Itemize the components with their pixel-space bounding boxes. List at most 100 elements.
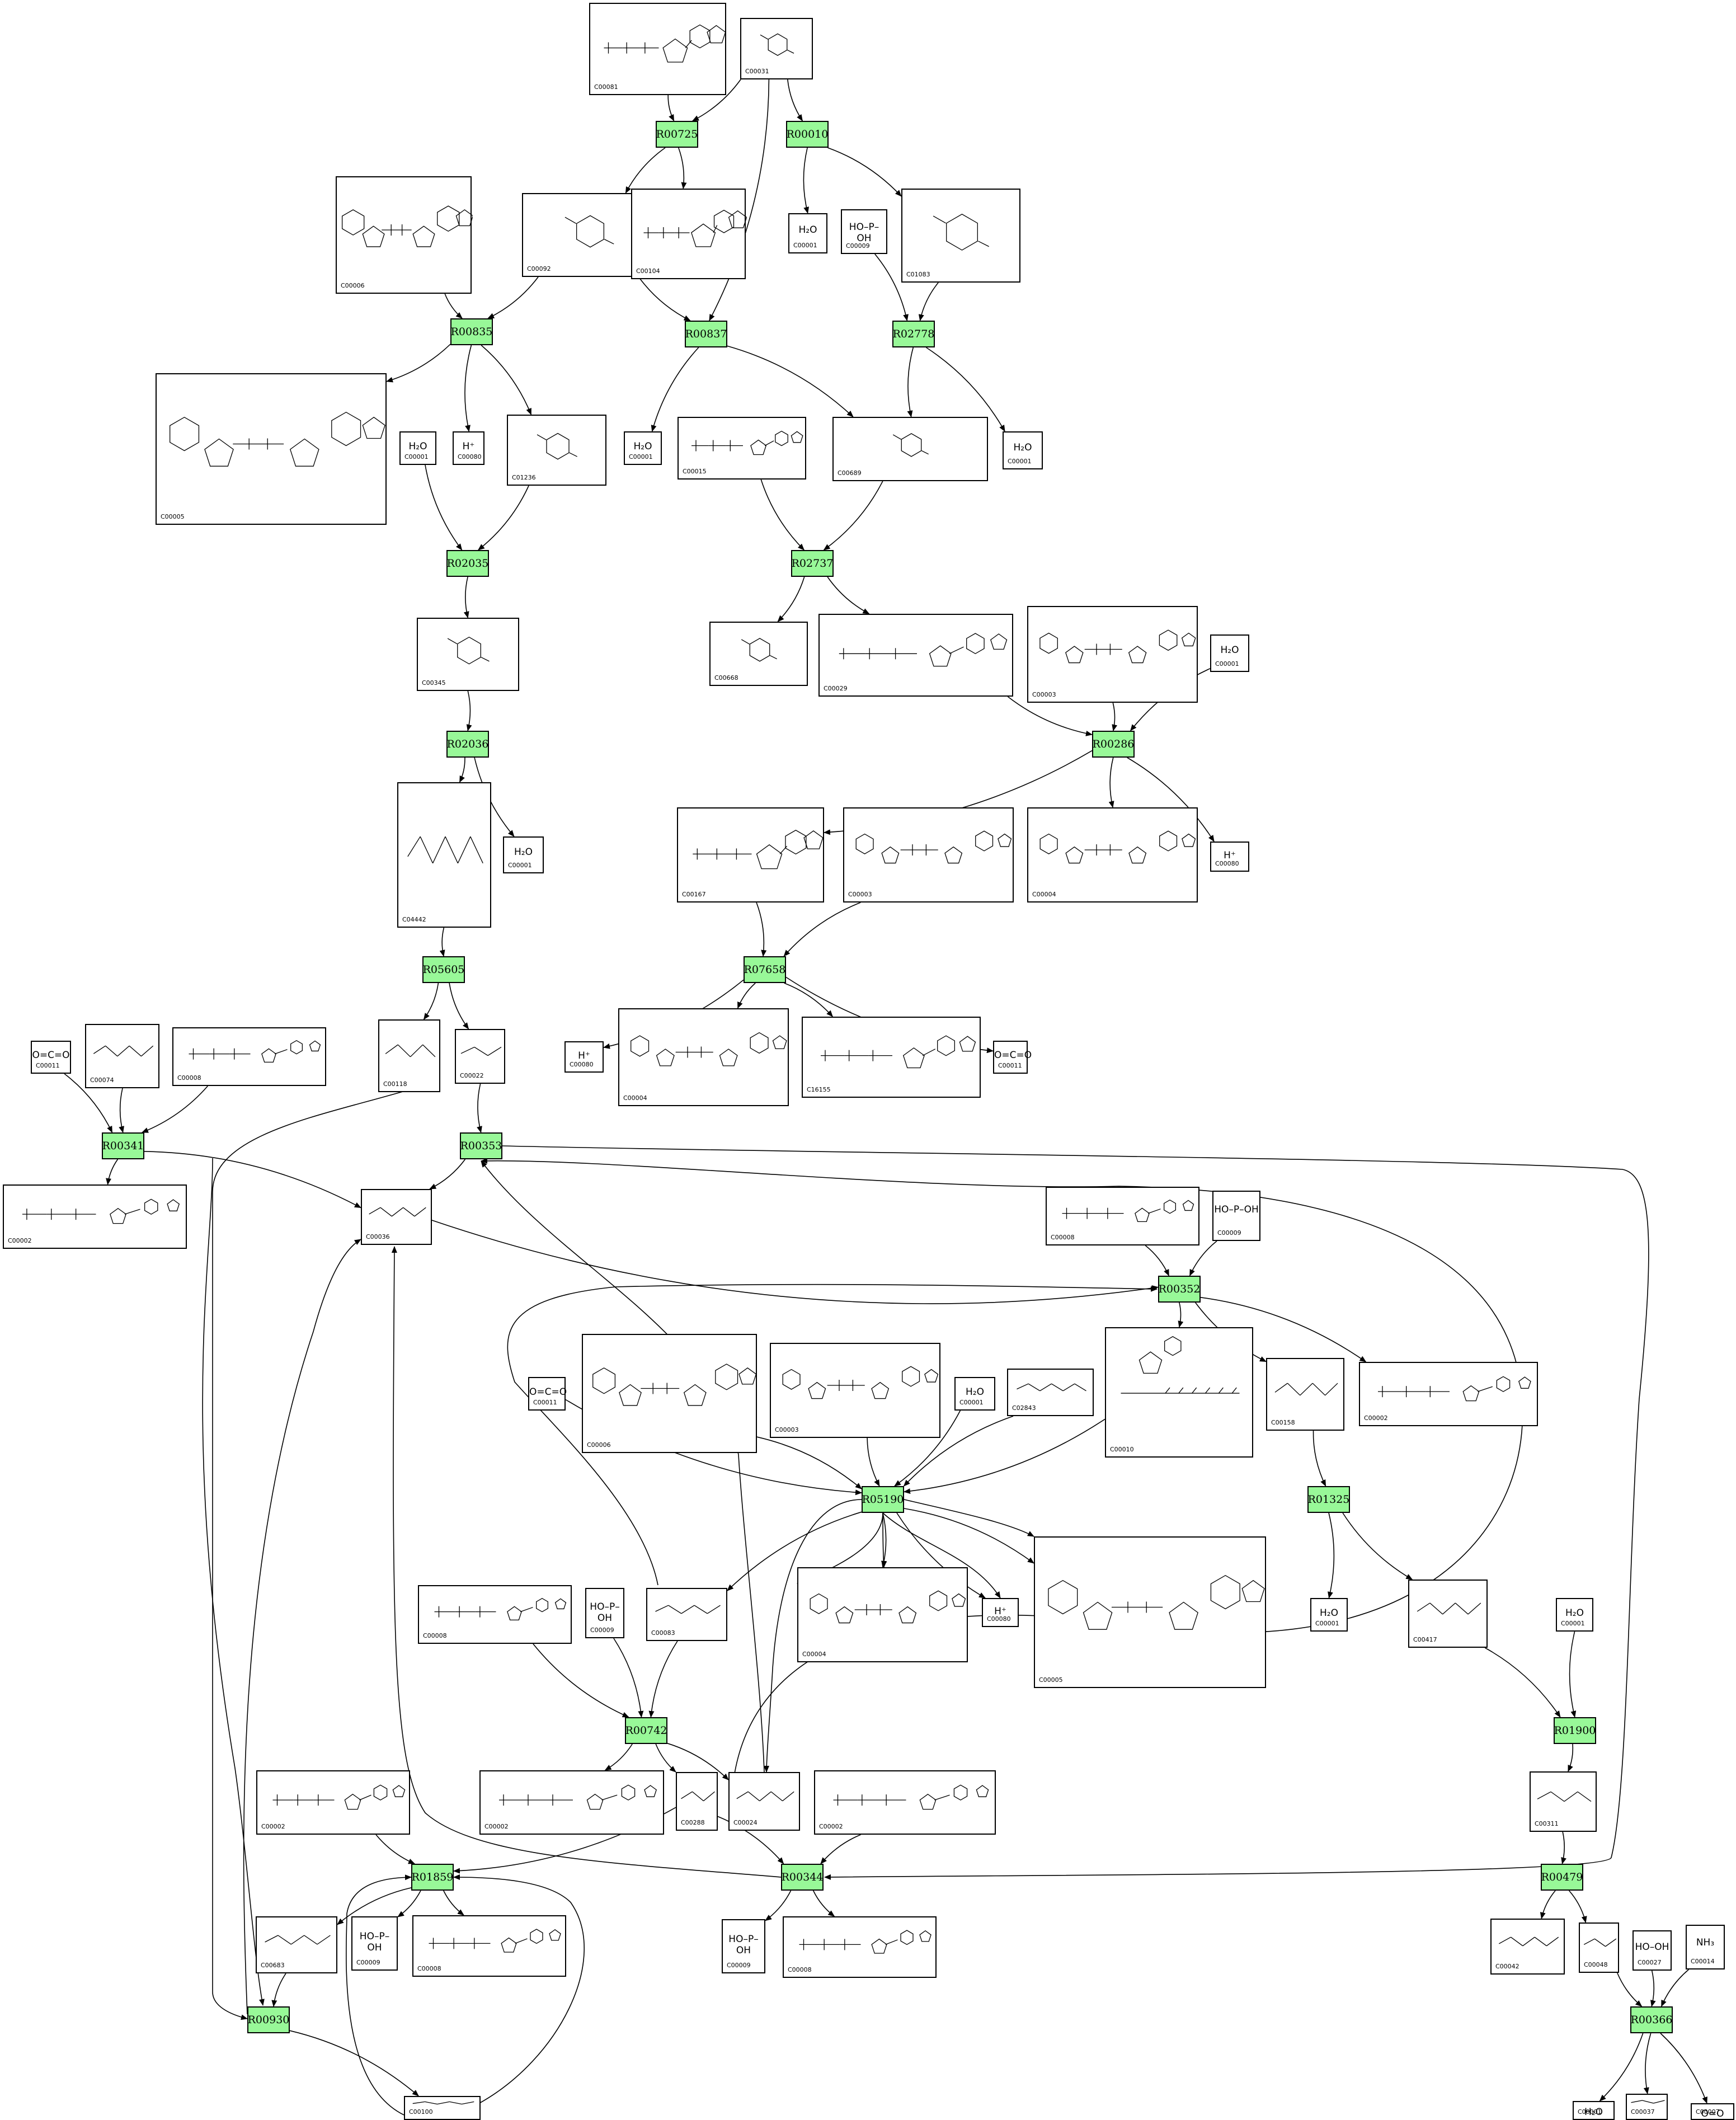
- compound-C00158[interactable]: C00158: [1266, 1358, 1344, 1431]
- reaction-R00725[interactable]: R00725: [656, 121, 698, 148]
- compound-C00080[interactable]: H⁺C00080: [453, 431, 484, 465]
- compound-C00689[interactable]: C00689: [832, 417, 988, 481]
- compound-C00031[interactable]: C00031: [740, 18, 813, 79]
- compound-C00002[interactable]: C00002: [3, 1184, 187, 1249]
- reaction-R00010[interactable]: R00010: [786, 121, 829, 148]
- reaction-R00352[interactable]: R00352: [1158, 1276, 1201, 1303]
- compound-C00004[interactable]: C00004: [1027, 807, 1198, 902]
- compound-C00008[interactable]: C00008: [412, 1915, 566, 1977]
- reaction-R00837[interactable]: R00837: [685, 321, 727, 347]
- compound-C00080[interactable]: H⁺C00080: [1210, 842, 1249, 872]
- compound-C00024[interactable]: C00024: [728, 1772, 800, 1831]
- compound-C00002[interactable]: C00002: [814, 1770, 996, 1835]
- compound-C16155[interactable]: C16155: [802, 1017, 981, 1098]
- reaction-R02035[interactable]: R02035: [446, 550, 489, 577]
- reaction-R00366[interactable]: R00366: [1630, 2006, 1673, 2033]
- compound-C00311[interactable]: C00311: [1530, 1771, 1597, 1832]
- compound-C00008[interactable]: C00008: [172, 1027, 326, 1086]
- compound-C00417[interactable]: C00417: [1408, 1580, 1488, 1648]
- structure-drawing: [447, 636, 490, 665]
- compound-C00104[interactable]: C00104: [631, 189, 747, 279]
- reaction-R01900[interactable]: R01900: [1554, 1717, 1596, 1744]
- compound-C00006[interactable]: C00006: [336, 176, 473, 294]
- compound-C00080[interactable]: H⁺C00080: [564, 1041, 604, 1073]
- compound-C00003[interactable]: C00003: [843, 807, 1014, 902]
- compound-C00100[interactable]: C00100: [404, 2096, 481, 2120]
- reaction-R01859[interactable]: R01859: [411, 1864, 454, 1891]
- compound-C00042[interactable]: C00042: [1490, 1919, 1565, 1975]
- compound-C00008[interactable]: C00008: [783, 1916, 937, 1978]
- compound-C00036[interactable]: C00036: [361, 1189, 432, 1245]
- reaction-R00479[interactable]: R00479: [1541, 1864, 1583, 1891]
- reaction-R00344[interactable]: R00344: [781, 1864, 824, 1891]
- compound-C00083[interactable]: C00083: [646, 1588, 727, 1641]
- compound-C00080[interactable]: H⁺C00080: [982, 1598, 1019, 1627]
- reaction-R00742[interactable]: R00742: [625, 1717, 667, 1744]
- reaction-R01325[interactable]: R01325: [1307, 1486, 1350, 1513]
- reaction-R00286[interactable]: R00286: [1092, 731, 1135, 758]
- compound-C00022[interactable]: C00022: [455, 1029, 505, 1084]
- reaction-R00341[interactable]: R00341: [102, 1132, 144, 1159]
- compound-C00005[interactable]: C00005: [1034, 1536, 1266, 1688]
- compound-C04442[interactable]: C04442: [397, 782, 491, 928]
- compound-C02843[interactable]: C02843: [1007, 1369, 1094, 1416]
- compound-C00003[interactable]: C00003: [770, 1343, 940, 1438]
- compound-C00002[interactable]: C00002: [1359, 1362, 1538, 1426]
- reaction-R07658[interactable]: R07658: [744, 956, 786, 983]
- compound-C00081[interactable]: C00081: [589, 3, 726, 95]
- reaction-R00930[interactable]: R00930: [247, 2006, 290, 2033]
- reaction-R00353[interactable]: R00353: [460, 1132, 502, 1159]
- compound-C00668[interactable]: C00668: [709, 622, 808, 686]
- compound-C00010[interactable]: C00010: [1105, 1327, 1253, 1458]
- compound-C00074[interactable]: C00074: [85, 1024, 159, 1088]
- compound-C00004[interactable]: C00004: [618, 1008, 789, 1106]
- compound-C00029[interactable]: C00029: [818, 614, 1013, 697]
- reaction-R02737[interactable]: R02737: [791, 550, 834, 577]
- compound-C00002[interactable]: C00002: [479, 1770, 664, 1835]
- reaction-R02036[interactable]: R02036: [446, 731, 489, 758]
- reaction-R02778[interactable]: R02778: [892, 321, 935, 347]
- compound-C00345[interactable]: C00345: [417, 618, 519, 691]
- compound-C00004[interactable]: C00004: [797, 1567, 968, 1662]
- compound-C01236[interactable]: C01236: [507, 415, 606, 486]
- compound-C00003[interactable]: C00003: [1027, 606, 1198, 703]
- compound-C00008[interactable]: C00008: [418, 1585, 572, 1644]
- reaction-R00835[interactable]: R00835: [450, 318, 493, 345]
- reaction-R05605[interactable]: R05605: [422, 956, 465, 983]
- compound-C00118[interactable]: C00118: [378, 1019, 440, 1092]
- compound-id-label: C00345: [422, 679, 446, 687]
- compound-C00006[interactable]: C00006: [582, 1334, 757, 1453]
- compound-C00037[interactable]: C00037: [1626, 2094, 1668, 2120]
- compound-C00288[interactable]: C00288: [676, 1772, 718, 1831]
- compound-C00005[interactable]: C00005: [156, 373, 387, 525]
- compound-C00002[interactable]: C00002: [256, 1770, 410, 1835]
- compound-C00683[interactable]: C00683: [256, 1916, 337, 1973]
- compound-C00008[interactable]: C00008: [1046, 1187, 1199, 1245]
- compound-C01083[interactable]: C01083: [901, 189, 1020, 283]
- reaction-R05190[interactable]: R05190: [862, 1486, 904, 1513]
- compound-C00015[interactable]: C00015: [678, 417, 806, 480]
- compound-C00048[interactable]: C00048: [1579, 1922, 1619, 1973]
- compound-C00167[interactable]: C00167: [677, 807, 824, 902]
